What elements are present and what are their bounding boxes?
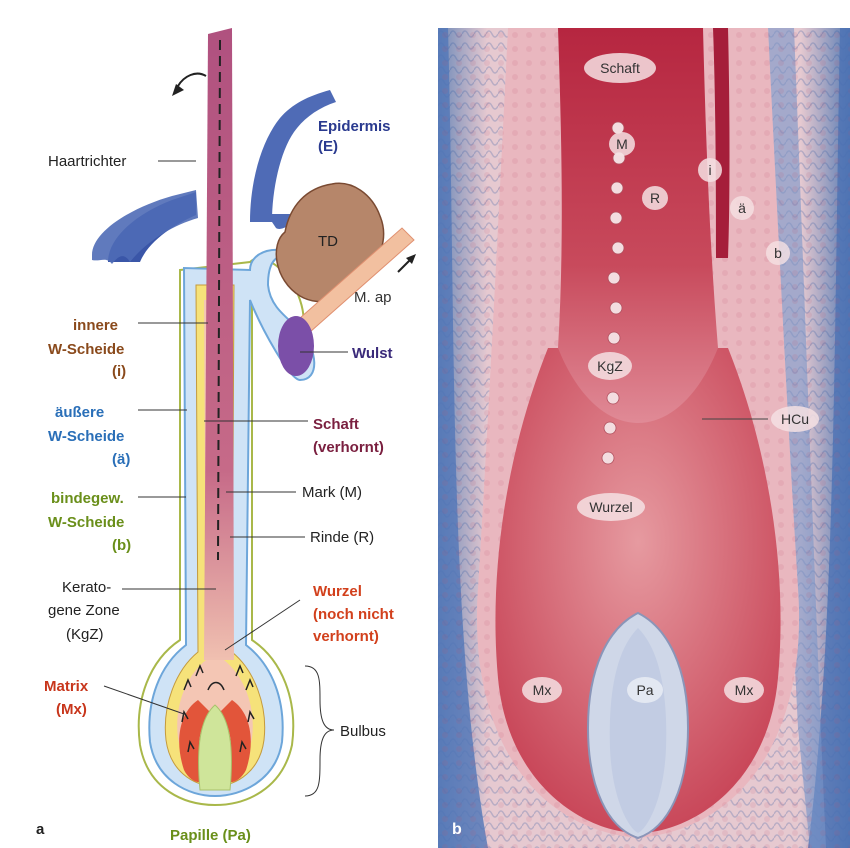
micro-label-b: b [774,245,782,261]
label-schaft-verhornt: (verhornt) [313,439,384,456]
shaft-region [558,28,718,423]
label-schaft: Schaft [313,416,359,433]
label-innere-abbr: (i) [112,363,126,380]
micro-label-hcu: HCu [781,411,809,427]
label-rinde: Rinde (R) [310,529,374,546]
label-aeussere-w-scheide: W-Scheide [48,428,124,445]
label-m-ap: M. ap [354,289,392,306]
label-keratogene: Kerato- [62,579,111,596]
label-bindegew-w-scheide: W-Scheide [48,514,124,531]
label-matrix: Matrix [44,678,89,695]
label-mark: Mark (M) [302,484,362,501]
label-keratogene-abbr: (KgZ) [66,626,104,643]
label-wurzel-noch-nicht: (noch nicht [313,606,394,623]
label-wurzel: Wurzel [313,583,362,600]
micro-label-m: M [616,136,628,152]
label-aeussere: äußere [55,404,104,421]
label-wurzel-verhornt: verhornt) [313,628,379,645]
label-papille: Papille (Pa) [170,827,251,844]
label-epidermis-abbr: (E) [318,138,338,155]
label-wulst: Wulst [352,345,393,362]
micro-label-mx-right: Mx [735,682,754,698]
micro-label-pa: Pa [636,682,653,698]
hair-follicle-diagram: Haartrichter Epidermis (E) TD M. ap inne… [0,0,438,848]
label-bulbus: Bulbus [340,723,386,740]
panel-letter-a: a [36,821,45,838]
label-bindegew-abbr: (b) [112,537,131,554]
micro-label-i: i [708,162,711,178]
label-td: TD [318,233,338,250]
epidermis-left-ridge [92,190,198,264]
panel-letter-b: b [452,821,462,838]
bulge-shape [278,316,314,376]
label-bindegew: bindegew. [51,490,124,507]
label-matrix-abbr: (Mx) [56,701,87,718]
label-haartrichter: Haartrichter [48,153,126,170]
micro-label-r: R [650,190,660,206]
micro-label-mx-left: Mx [533,682,552,698]
label-aeussere-abbr: (ä) [112,451,130,468]
micro-label-wurzel: Wurzel [589,499,632,515]
label-innere-w-scheide: W-Scheide [48,341,124,358]
label-keratogene-zone: gene Zone [48,602,120,619]
hair-follicle-micrograph: Schaft M i R ä b KgZ HCu Wurzel Mx Pa Mx… [438,28,850,848]
micro-label-schaft: Schaft [600,60,640,76]
label-innere: innere [73,317,118,334]
curved-arrow-left [178,74,206,86]
label-epidermis: Epidermis [318,118,391,135]
micro-label-ae: ä [738,200,746,216]
micro-label-kgz: KgZ [597,358,623,374]
